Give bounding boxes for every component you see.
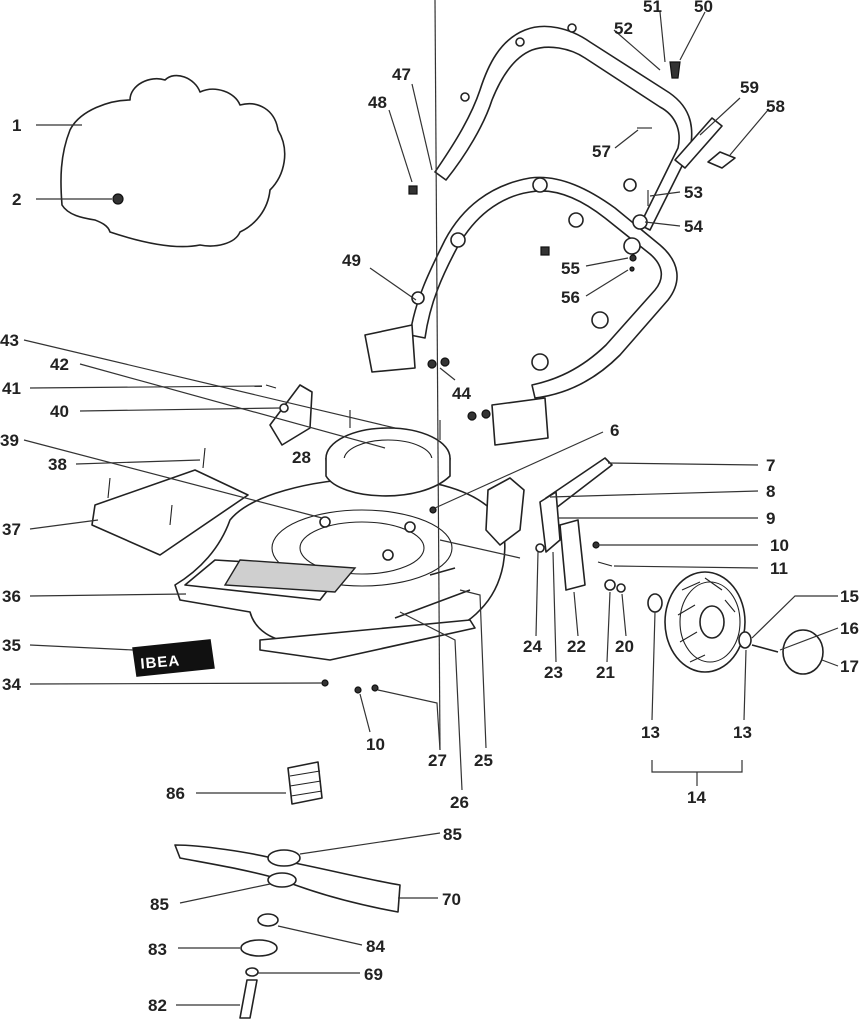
callout-28: 28: [292, 448, 311, 467]
blade-adapter: [287, 761, 323, 805]
callout-85-upper: 85: [443, 825, 462, 844]
callout-15: 15: [840, 587, 859, 606]
callout-6: 6: [610, 421, 619, 440]
callout-13-inner: 13: [641, 723, 660, 742]
callout-56: 56: [561, 288, 580, 307]
callout-23: 23: [544, 663, 563, 682]
callout-58: 58: [766, 97, 785, 116]
cable-clip: [540, 246, 550, 256]
callout-26: 26: [450, 793, 469, 812]
callout-43: 43: [0, 331, 19, 350]
callout-82: 82: [148, 996, 167, 1015]
callout-84: 84: [366, 937, 385, 956]
callout-47: 47: [392, 65, 411, 84]
callout-40: 40: [50, 402, 69, 421]
callout-59: 59: [740, 78, 759, 97]
leader-lines: [23, 0, 839, 1006]
callout-42: 42: [50, 355, 69, 374]
callout-37: 37: [2, 520, 21, 539]
callout-7: 7: [766, 456, 775, 475]
mower-deck: [174, 477, 521, 694]
height-adjuster: [485, 457, 626, 593]
hub-cap: [782, 629, 824, 675]
callout-24: 24: [523, 637, 542, 656]
rear-wheel: [647, 571, 824, 675]
callout-54: 54: [684, 217, 703, 236]
callout-69: 69: [364, 965, 383, 984]
callout-14: 14: [687, 788, 706, 807]
callout-50: 50: [694, 0, 713, 16]
callout-25: 25: [474, 751, 493, 770]
callout-35: 35: [2, 636, 21, 655]
callout-39: 39: [0, 431, 19, 450]
callout-8: 8: [766, 482, 775, 501]
engine-outline: [60, 74, 286, 248]
callout-41: 41: [2, 379, 21, 398]
callout-20: 20: [615, 637, 634, 656]
callout-86: 86: [166, 784, 185, 803]
handle-assembly: [364, 23, 736, 446]
callout-51: 51: [643, 0, 662, 16]
callout-1: 1: [12, 116, 21, 135]
callout-57: 57: [592, 142, 611, 161]
callout-36: 36: [2, 587, 21, 606]
callout-27: 27: [428, 751, 447, 770]
callout-52: 52: [614, 19, 633, 38]
callout-13-outer: 13: [733, 723, 752, 742]
callout-38: 38: [48, 455, 67, 474]
callout-48: 48: [368, 93, 387, 112]
callout-55: 55: [561, 259, 580, 278]
callout-10-adjuster: 10: [770, 536, 789, 555]
brand-logo-text: IBEA: [140, 652, 181, 672]
callout-83: 83: [148, 940, 167, 959]
right-handle-bracket: [491, 397, 549, 446]
brand-logo-plate: IBEA: [132, 639, 215, 677]
callout-70: 70: [442, 890, 461, 909]
rear-bracket: [265, 384, 313, 446]
blade-assembly: [174, 761, 401, 1019]
callout-53: 53: [684, 183, 703, 202]
callout-85-lower: 85: [150, 895, 169, 914]
callout-49: 49: [342, 251, 361, 270]
cable-clip-48: [408, 185, 418, 195]
callout-10-deck: 10: [366, 735, 385, 754]
callout-22: 22: [567, 637, 586, 656]
callout-16: 16: [840, 619, 859, 638]
callout-21: 21: [596, 663, 615, 682]
engine-mount-ring: [325, 410, 451, 497]
left-handle-bracket: [364, 324, 416, 373]
callout-9: 9: [766, 509, 775, 528]
engine-plug: [112, 193, 124, 205]
callout-11: 11: [770, 559, 788, 578]
callout-2: 2: [12, 190, 21, 209]
rear-flap: [91, 447, 249, 556]
callout-17: 17: [840, 657, 859, 676]
callout-34: 34: [2, 675, 21, 694]
callout-44: 44: [452, 384, 471, 403]
